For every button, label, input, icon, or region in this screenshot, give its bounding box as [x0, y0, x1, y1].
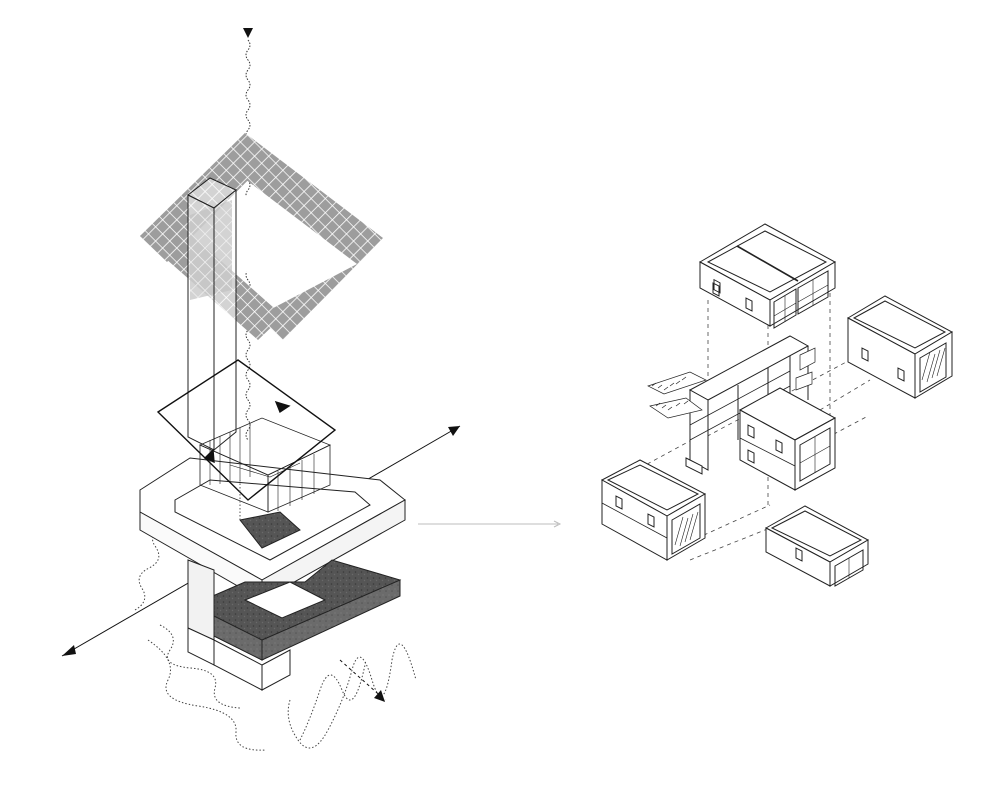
vertical-axis-arrow [243, 28, 253, 441]
tower-assembly [61, 28, 461, 751]
bottom-module [764, 505, 870, 587]
central-frame-module [647, 335, 816, 475]
arrow-head-bottom [374, 690, 385, 702]
panel-link-arrow [418, 520, 562, 528]
stair-right [795, 347, 816, 391]
frame-arrow-up [274, 400, 291, 414]
glass-cube [199, 417, 331, 513]
top-module [698, 223, 837, 329]
rotated-roof-frame [156, 359, 337, 501]
sound-wave-lines [134, 525, 417, 751]
tower-base [187, 559, 291, 691]
module-assembly [600, 223, 954, 587]
right-module [846, 295, 954, 399]
diagonal-axis-arrow [339, 659, 386, 702]
arrow-head-left [62, 645, 76, 656]
core-tower [187, 177, 237, 452]
solar-panel-grid [140, 133, 383, 340]
stair-lower [649, 397, 703, 419]
left-module [600, 459, 707, 561]
arrow-head-top [243, 28, 253, 38]
cantilever-slab [139, 457, 406, 601]
arrow-head-right [448, 426, 460, 436]
frame-arrow-down [203, 448, 215, 464]
dark-plinth [191, 559, 402, 661]
middle-module [738, 387, 837, 491]
stair-upper [647, 371, 707, 395]
